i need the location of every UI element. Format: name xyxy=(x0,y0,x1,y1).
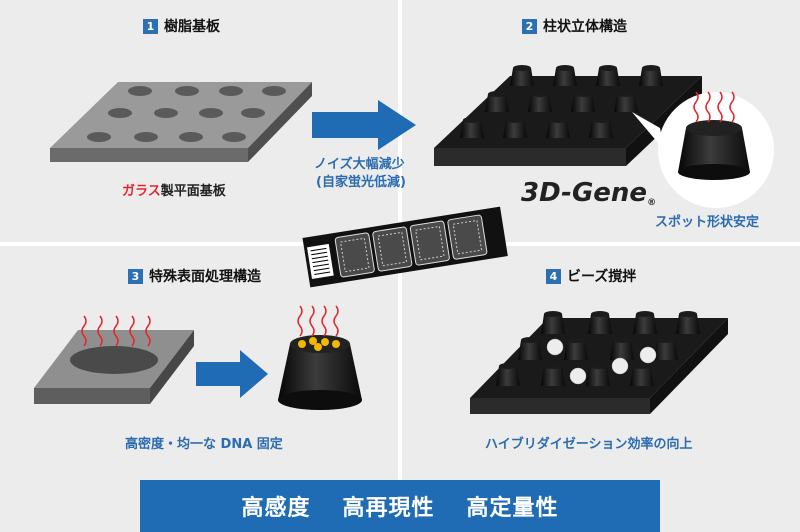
panel-3-header: 3 特殊表面処理構造 xyxy=(128,266,261,286)
product-logo-mark: ® xyxy=(647,198,657,208)
summary-item-quantitation: 高定量性 xyxy=(466,496,559,521)
panel-3-title: 特殊表面処理構造 xyxy=(149,269,261,285)
panel-1-caption-glass: ガラス xyxy=(122,184,161,199)
product-logo: 3D-Gene® xyxy=(521,178,656,208)
panel-2-header: 2 柱状立体構造 xyxy=(522,16,627,36)
panel-1-title: 樹脂基板 xyxy=(164,19,220,35)
summary-item-sensitivity: 高感度 xyxy=(241,496,311,521)
panel-4-header: 4 ビーズ撹拌 xyxy=(546,266,636,286)
panel-2-number: 2 xyxy=(522,18,537,34)
panel-1-caption: ガラス製平面基板 xyxy=(122,180,226,199)
summary-banner: 高感度 高再現性 高定量性 xyxy=(140,480,660,532)
panel-3-number: 3 xyxy=(128,268,143,284)
panel-3-caption: 高密度・均一な DNA 固定 xyxy=(125,437,283,452)
arrow-note-line2: (自家蛍光低減) xyxy=(316,175,406,190)
product-logo-text: 3D-Gene xyxy=(521,178,648,208)
panel-1-header: 1 樹脂基板 xyxy=(143,16,220,36)
panel-2-title: 柱状立体構造 xyxy=(543,19,627,35)
panel-1-caption-rest: 製平面基板 xyxy=(160,184,226,199)
panel-4-number: 4 xyxy=(546,268,561,284)
summary-item-reproducibility: 高再現性 xyxy=(342,496,435,521)
panel-4-caption: ハイブリダイゼーション効率の向上 xyxy=(485,437,693,452)
panel-1-number: 1 xyxy=(143,18,158,34)
arrow-note-line1: ノイズ大幅減少 xyxy=(314,157,405,172)
panel-4-title: ビーズ撹拌 xyxy=(567,269,637,285)
panel-2-caption: スポット形状安定 xyxy=(655,215,760,230)
